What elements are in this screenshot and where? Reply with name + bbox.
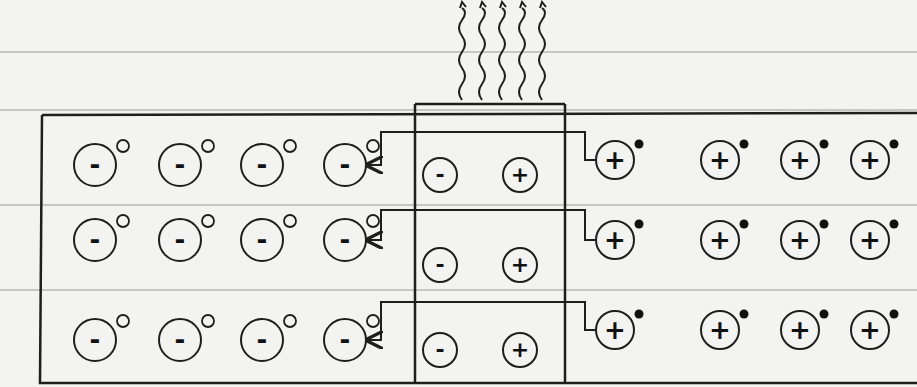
charge-sign: - — [257, 327, 268, 353]
electron — [367, 140, 379, 152]
charge-sign: - — [340, 227, 351, 253]
charge-sign: - — [257, 152, 268, 178]
p-region-ion: + — [700, 220, 740, 260]
electron — [284, 215, 296, 227]
charge-sign: - — [90, 152, 101, 178]
electron — [284, 140, 296, 152]
charge-sign: + — [604, 317, 626, 343]
electron — [284, 315, 296, 327]
n-region-ion: - — [323, 143, 367, 187]
p-region-ion: + — [700, 310, 740, 350]
ruled-line — [0, 204, 917, 205]
junction-ion: + — [502, 332, 538, 368]
n-region-ion: - — [158, 218, 202, 262]
hole — [740, 310, 749, 319]
hole — [635, 220, 644, 229]
junction-ion: + — [502, 247, 538, 283]
electron — [367, 315, 379, 327]
charge-sign: + — [789, 317, 811, 343]
n-region-ion: - — [240, 218, 284, 262]
charge-sign: + — [859, 227, 881, 253]
junction-ion: - — [422, 247, 458, 283]
n-region-ion: - — [240, 143, 284, 187]
electron — [117, 215, 129, 227]
charge-sign: - — [257, 227, 268, 253]
charge-sign: + — [789, 147, 811, 173]
p-region-ion: + — [595, 310, 635, 350]
electron — [202, 315, 214, 327]
charge-sign: - — [340, 327, 351, 353]
hole — [820, 310, 829, 319]
ruled-line — [0, 51, 917, 52]
p-region-ion: + — [700, 140, 740, 180]
n-region-ion: - — [323, 318, 367, 362]
electron — [202, 215, 214, 227]
p-region-ion: + — [595, 220, 635, 260]
n-region-ion: - — [73, 218, 117, 262]
p-region-ion: + — [595, 140, 635, 180]
n-region-ion: - — [73, 143, 117, 187]
charge-sign: - — [435, 254, 444, 276]
charge-sign: + — [709, 227, 731, 253]
electron — [202, 140, 214, 152]
charge-sign: - — [90, 327, 101, 353]
charge-sign: - — [90, 227, 101, 253]
charge-sign: + — [859, 317, 881, 343]
hole — [740, 140, 749, 149]
charge-sign: - — [175, 227, 186, 253]
electron — [117, 140, 129, 152]
charge-sign: + — [859, 147, 881, 173]
p-region-ion: + — [780, 310, 820, 350]
junction-ion: - — [422, 332, 458, 368]
junction-ion: - — [422, 157, 458, 193]
electron — [117, 315, 129, 327]
p-region-ion: + — [850, 310, 890, 350]
junction-border — [414, 104, 417, 383]
electron — [367, 215, 379, 227]
crystal-outline — [40, 113, 917, 383]
charge-sign: + — [709, 317, 731, 343]
charge-sign: + — [511, 339, 529, 361]
carrier-flow-arrow — [367, 302, 595, 340]
hole — [820, 220, 829, 229]
n-region-ion: - — [158, 318, 202, 362]
charge-sign: + — [604, 227, 626, 253]
junction-border — [415, 103, 565, 106]
hole — [890, 310, 899, 319]
p-region-ion: + — [780, 220, 820, 260]
charge-sign: - — [435, 339, 444, 361]
p-region-ion: + — [850, 140, 890, 180]
hole — [890, 220, 899, 229]
n-region-ion: - — [240, 318, 284, 362]
n-region-ion: - — [73, 318, 117, 362]
hole — [635, 140, 644, 149]
hole — [820, 140, 829, 149]
charge-sign: + — [511, 164, 529, 186]
hole — [890, 140, 899, 149]
n-region-ion: - — [158, 143, 202, 187]
hole — [635, 310, 644, 319]
charge-sign: - — [175, 327, 186, 353]
ruled-line — [0, 109, 917, 110]
junction-ion: + — [502, 157, 538, 193]
charge-sign: + — [709, 147, 731, 173]
carrier-flow-arrow — [367, 132, 595, 165]
n-region-ion: - — [323, 218, 367, 262]
junction-border — [564, 104, 567, 383]
charge-sign: - — [435, 164, 444, 186]
hole — [740, 220, 749, 229]
charge-sign: - — [175, 152, 186, 178]
charge-sign: + — [511, 254, 529, 276]
ruled-line — [0, 289, 917, 290]
p-region-ion: + — [850, 220, 890, 260]
p-region-ion: + — [780, 140, 820, 180]
charge-sign: - — [340, 152, 351, 178]
charge-sign: + — [789, 227, 811, 253]
carrier-flow-arrow — [367, 210, 595, 240]
light-emission — [459, 2, 546, 100]
charge-sign: + — [604, 147, 626, 173]
